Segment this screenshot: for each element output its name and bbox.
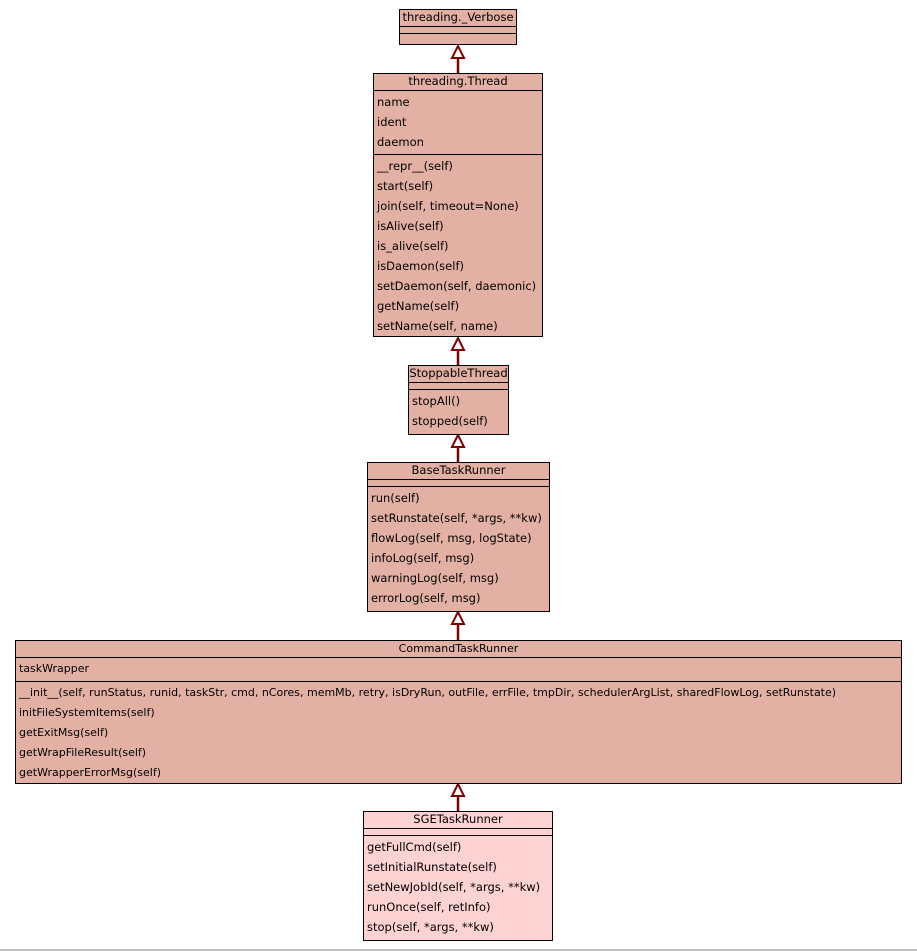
- class-box-command-task-runner[interactable]: CommandTaskRunner taskWrapper __init__(s…: [15, 640, 902, 784]
- class-box-base-task-runner[interactable]: BaseTaskRunner run(self) setRunstate(sel…: [367, 462, 550, 612]
- method-row: __repr__(self): [377, 159, 453, 173]
- method-row: __init__(self, runStatus, runid, taskStr…: [19, 686, 837, 699]
- bottom-divider: [0, 949, 917, 951]
- arrow-base-to-stoppable: [450, 432, 466, 463]
- class-name: SGETaskRunner: [364, 812, 552, 829]
- class-name: CommandTaskRunner: [16, 641, 901, 658]
- arrow-stoppable-to-thread: [450, 335, 466, 366]
- method-section: __init__(self, runStatus, runid, taskStr…: [16, 682, 901, 785]
- attribute-section: [409, 383, 508, 390]
- method-row: run(self): [371, 491, 420, 505]
- arrow-sge-to-command: [450, 781, 466, 812]
- method-row: getWrapFileResult(self): [19, 746, 147, 759]
- method-row: stop(self, *args, **kw): [367, 920, 494, 934]
- method-row: getWrapperErrorMsg(self): [19, 766, 161, 779]
- method-row: flowLog(self, msg, logState): [371, 531, 532, 545]
- attribute-row: name: [377, 95, 410, 109]
- method-section: __repr__(self) start(self) join(self, ti…: [374, 155, 542, 338]
- method-row: getExitMsg(self): [19, 726, 109, 739]
- method-row: getName(self): [377, 299, 460, 313]
- attribute-section: taskWrapper: [16, 658, 901, 682]
- method-row: getFullCmd(self): [367, 840, 462, 854]
- class-box-stoppable-thread[interactable]: StoppableThread stopAll() stopped(self): [408, 365, 509, 435]
- method-row: join(self, timeout=None): [377, 199, 519, 213]
- class-box-verbose[interactable]: threading._Verbose: [399, 9, 517, 45]
- arrow-thread-to-verbose: [450, 43, 466, 74]
- method-row: start(self): [377, 179, 434, 193]
- method-row: errorLog(self, msg): [371, 591, 481, 605]
- method-row: warningLog(self, msg): [371, 571, 499, 585]
- method-section: getFullCmd(self) setInitialRunstate(self…: [364, 836, 552, 939]
- method-row: stopAll(): [412, 394, 461, 408]
- method-row: stopped(self): [412, 414, 488, 428]
- class-name: threading.Thread: [374, 74, 542, 91]
- method-row: infoLog(self, msg): [371, 551, 475, 565]
- method-row: runOnce(self, retInfo): [367, 900, 491, 914]
- class-name: StoppableThread: [409, 366, 508, 383]
- class-box-thread[interactable]: threading.Thread name ident daemon __rep…: [373, 73, 543, 337]
- method-section: [400, 34, 516, 40]
- method-row: is_alive(self): [377, 239, 449, 253]
- method-row: setName(self, name): [377, 319, 498, 333]
- method-row: isDaemon(self): [377, 259, 464, 273]
- class-box-sge-task-runner[interactable]: SGETaskRunner getFullCmd(self) setInitia…: [363, 811, 553, 941]
- attribute-section: [368, 480, 549, 487]
- attribute-row: taskWrapper: [19, 662, 90, 675]
- method-row: setInitialRunstate(self): [367, 860, 497, 874]
- attribute-section: name ident daemon: [374, 91, 542, 155]
- attribute-row: daemon: [377, 135, 424, 149]
- method-section: run(self) setRunstate(self, *args, **kw)…: [368, 487, 549, 610]
- method-row: setDaemon(self, daemonic): [377, 279, 537, 293]
- method-row: setNewJobId(self, *args, **kw): [367, 880, 541, 894]
- method-section: stopAll() stopped(self): [409, 390, 508, 433]
- class-name: threading._Verbose: [400, 10, 516, 27]
- method-row: setRunstate(self, *args, **kw): [371, 511, 542, 525]
- arrow-command-to-base: [450, 609, 466, 641]
- method-row: isAlive(self): [377, 219, 444, 233]
- class-name: BaseTaskRunner: [368, 463, 549, 480]
- method-row: initFileSystemItems(self): [19, 706, 155, 719]
- attribute-section: [364, 829, 552, 836]
- attribute-section: [400, 27, 516, 34]
- attribute-row: ident: [377, 115, 407, 129]
